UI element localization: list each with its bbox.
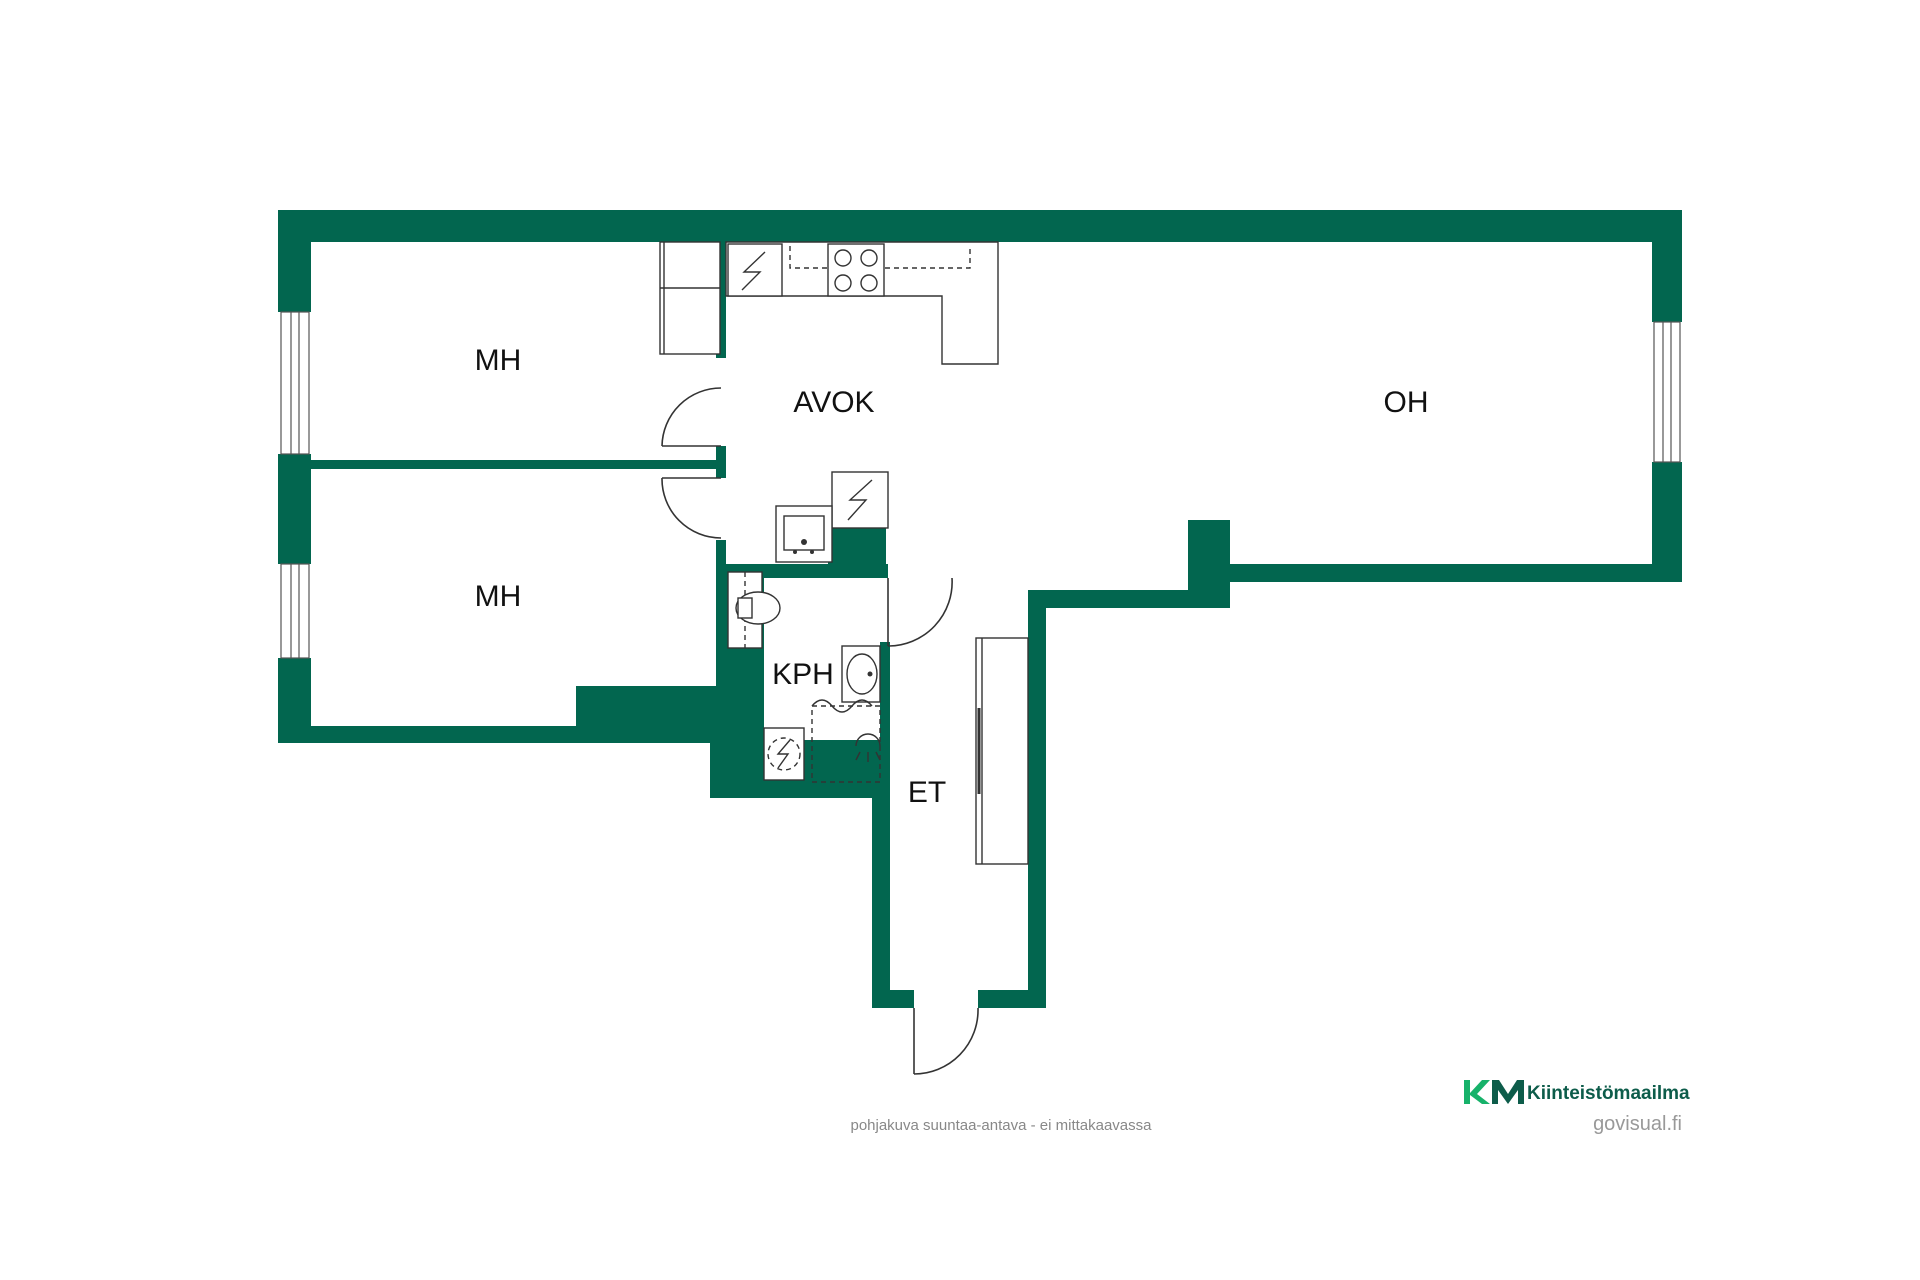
washing-machine-icon bbox=[763, 727, 805, 781]
wall-living-bottom bbox=[1222, 564, 1682, 582]
sink-icon bbox=[775, 505, 833, 563]
wall-bed2-right-a bbox=[716, 540, 726, 690]
door-bedroom-2-icon bbox=[661, 477, 722, 539]
door-entry-icon bbox=[913, 1007, 979, 1075]
credit-text: govisual.fi bbox=[1593, 1113, 1682, 1135]
kitchen-cabinet bbox=[659, 241, 721, 355]
brand-logo: Kiinteistömaailma bbox=[1464, 1080, 1690, 1104]
wall-left-b bbox=[278, 454, 311, 564]
disclaimer-note: pohjakuva suuntaa-antava - ei mittakaava… bbox=[850, 1117, 1152, 1134]
walls bbox=[278, 210, 1682, 1008]
wall-kitchen-block bbox=[828, 528, 886, 578]
door-bathroom-icon bbox=[887, 577, 953, 647]
room-label-hall: ET bbox=[908, 776, 946, 809]
kitchen-fixtures bbox=[659, 241, 999, 563]
window-left-bottom-icon bbox=[280, 563, 310, 659]
toilet-icon bbox=[727, 571, 781, 649]
brand-name: Kiinteistömaailma bbox=[1527, 1083, 1690, 1104]
wall-hall-right bbox=[1028, 590, 1046, 1008]
room-label-kitchen: AVOK bbox=[793, 386, 874, 419]
shower-icon bbox=[811, 699, 881, 783]
wall-left-a bbox=[278, 210, 311, 312]
wall-right-b bbox=[1652, 462, 1682, 582]
wall-bed1-right-b bbox=[716, 446, 726, 478]
dishwasher-icon bbox=[727, 243, 783, 297]
stove-icon bbox=[827, 243, 885, 297]
kitchen-counter bbox=[725, 241, 999, 365]
wall-living-step bbox=[1028, 590, 1230, 608]
room-label-bedroom-2: MH bbox=[475, 580, 522, 613]
door-bedroom-1-icon bbox=[661, 387, 722, 447]
wall-right-a bbox=[1652, 210, 1682, 322]
window-right-icon bbox=[1653, 321, 1681, 463]
wall-bed1-right-a bbox=[716, 242, 726, 358]
hall-wardrobe bbox=[975, 637, 1029, 865]
wall-bedroom-divider bbox=[311, 460, 723, 469]
km-logo-icon bbox=[1464, 1080, 1524, 1104]
room-label-bedroom-1: MH bbox=[475, 344, 522, 377]
bathroom-fixtures bbox=[727, 571, 881, 783]
window-icons bbox=[280, 311, 1681, 659]
washbasin-icon bbox=[841, 645, 881, 703]
electrical-cabinet-icon bbox=[831, 471, 889, 529]
door-icons bbox=[661, 387, 979, 1075]
wall-hall-bottom-b bbox=[978, 990, 1046, 1008]
wall-hall-left bbox=[872, 782, 890, 1008]
wall-bed2-corner bbox=[576, 686, 740, 743]
room-label-living-room: OH bbox=[1384, 386, 1429, 419]
wall-bath-right bbox=[880, 642, 890, 792]
window-left-top-icon bbox=[280, 311, 310, 455]
room-label-bathroom: KPH bbox=[772, 658, 834, 691]
wall-top bbox=[278, 210, 1682, 242]
